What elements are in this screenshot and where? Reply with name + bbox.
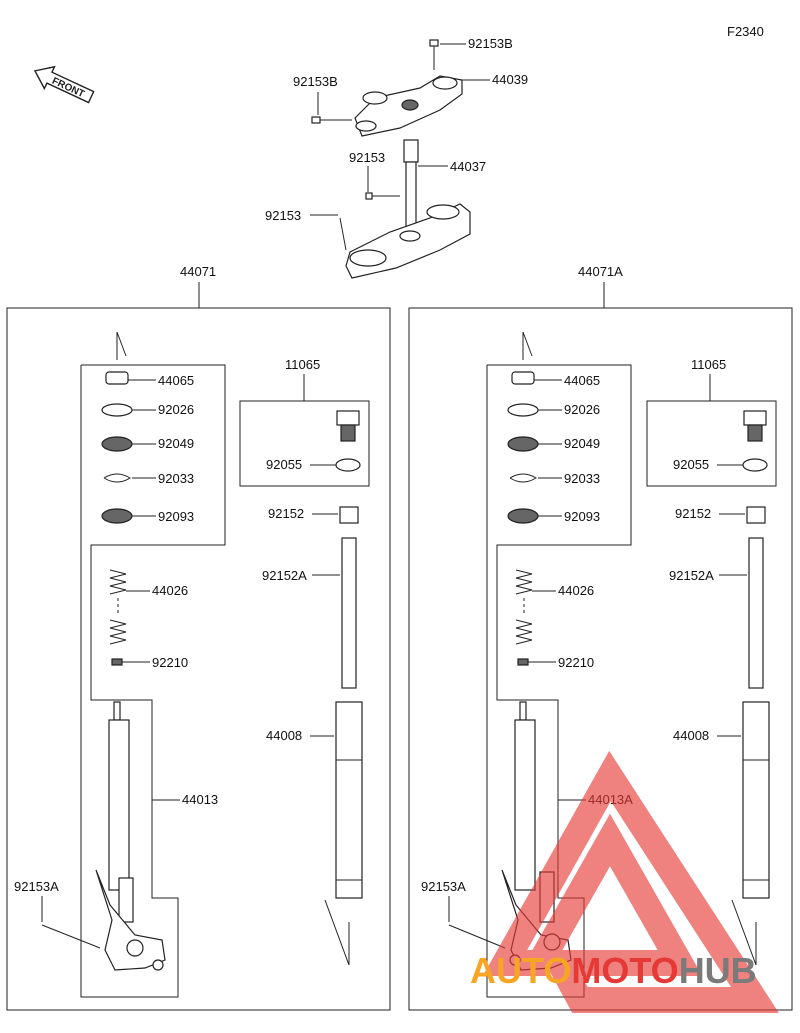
watermark-auto: AUTO xyxy=(470,950,571,991)
label-92033-left: 92033 xyxy=(158,471,194,486)
label-92152a-right: 92152A xyxy=(669,568,714,583)
label-92055-left: 92055 xyxy=(266,457,302,472)
label-44065-right: 44065 xyxy=(564,373,600,388)
fork-cap-right xyxy=(743,410,767,442)
label-92093-right: 92093 xyxy=(564,509,600,524)
label-44071a: 44071A xyxy=(578,264,623,279)
label-44026-right: 44026 xyxy=(558,583,594,598)
label-44037: 44037 xyxy=(450,159,486,174)
label-44026-left: 44026 xyxy=(152,583,188,598)
fork-cartridge-left xyxy=(41,331,226,998)
upper-triple-clamp xyxy=(311,39,463,137)
label-92153-steering: 92153 xyxy=(349,150,385,165)
label-92049-right: 92049 xyxy=(564,436,600,451)
watermark-text: AUTOMOTOHUB xyxy=(470,950,757,991)
label-11065-left: 11065 xyxy=(285,357,320,372)
figure-code: F2340 xyxy=(727,24,764,39)
label-92153-stem: 92153 xyxy=(265,208,301,223)
label-92026-left: 92026 xyxy=(158,402,194,417)
label-92153b-left: 92153B xyxy=(293,74,338,89)
label-44013-left: 44013 xyxy=(182,792,218,807)
label-92026-right: 92026 xyxy=(564,402,600,417)
label-92093-left: 92093 xyxy=(158,509,194,524)
label-44065-left: 44065 xyxy=(158,373,194,388)
fork-cap-left xyxy=(336,410,360,442)
label-92210-right: 92210 xyxy=(558,655,594,670)
assembly-frame-right xyxy=(408,307,793,1011)
watermark-logo xyxy=(482,750,779,1013)
label-92152-left: 92152 xyxy=(268,506,304,521)
front-arrow-icon: FRONT xyxy=(33,65,95,104)
label-92033-right: 92033 xyxy=(564,471,600,486)
label-44071: 44071 xyxy=(180,264,216,279)
label-92153a-left: 92153A xyxy=(14,879,59,894)
label-92153b-top: 92153B xyxy=(468,36,513,51)
label-44039: 44039 xyxy=(492,72,528,87)
cap-kit-box-right xyxy=(646,400,777,487)
label-44008-right: 44008 xyxy=(673,728,709,743)
fork-tube-left xyxy=(335,506,363,899)
label-92152-right: 92152 xyxy=(675,506,711,521)
fork-tube-right xyxy=(742,506,770,899)
o-ring-right xyxy=(742,458,768,472)
watermark-moto: MOTO xyxy=(571,950,678,991)
label-11065-right: 11065 xyxy=(691,357,726,372)
label-44008-left: 44008 xyxy=(266,728,302,743)
label-92153a-right: 92153A xyxy=(421,879,466,894)
o-ring-left xyxy=(335,458,361,472)
watermark-hub: HUB xyxy=(679,950,757,991)
steering-stem xyxy=(339,139,471,279)
assembly-frame-left xyxy=(6,307,391,1011)
label-92055-right: 92055 xyxy=(673,457,709,472)
label-92152a-left: 92152A xyxy=(262,568,307,583)
label-92049-left: 92049 xyxy=(158,436,194,451)
cap-kit-box-left xyxy=(239,400,370,487)
label-92210-left: 92210 xyxy=(152,655,188,670)
